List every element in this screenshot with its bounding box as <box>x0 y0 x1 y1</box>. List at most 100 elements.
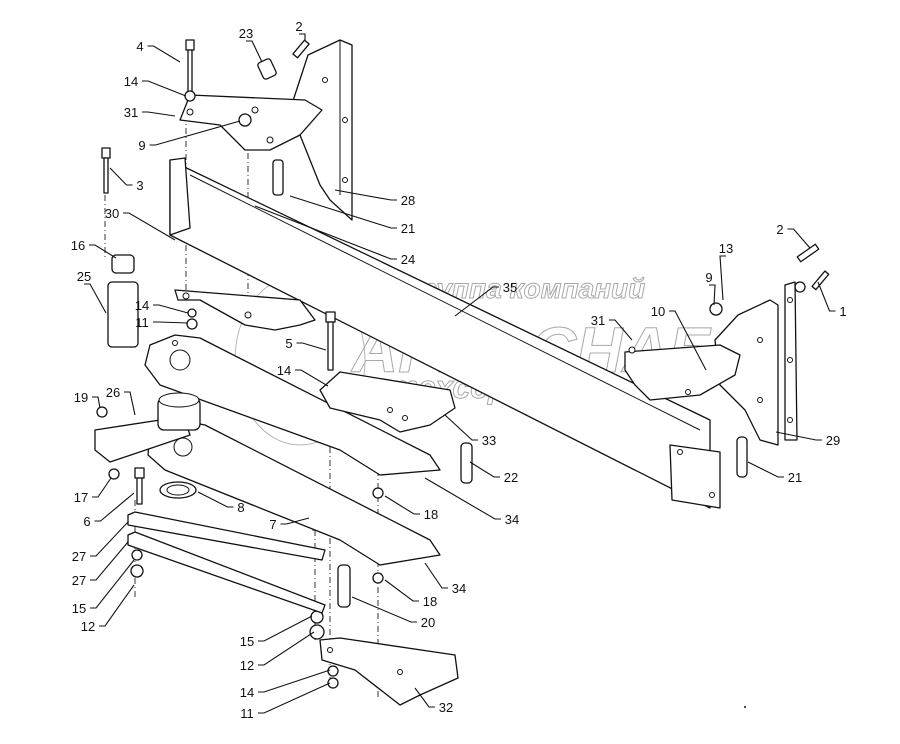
callout-label-14: 14 <box>240 685 254 700</box>
leader-line-31 <box>142 111 176 117</box>
leader-line-34 <box>424 562 448 589</box>
callout-label-27: 27 <box>72 549 86 564</box>
callout-label-17: 17 <box>74 490 88 505</box>
callout-label-1: 1 <box>839 304 846 319</box>
leader-line-8 <box>197 491 234 508</box>
spacers <box>337 436 748 608</box>
stray-dot <box>744 706 746 708</box>
callout-label-2: 2 <box>295 19 302 34</box>
callout-label-9: 9 <box>705 270 712 285</box>
right-bracket <box>624 281 798 446</box>
callout-label-6: 6 <box>83 514 90 529</box>
callout-label-35: 35 <box>503 280 517 295</box>
leader-line-15 <box>90 559 135 609</box>
leader-line-23 <box>246 40 263 63</box>
leader-line-14 <box>142 80 187 97</box>
callout-label-14: 14 <box>135 298 149 313</box>
leader-line-3 <box>109 167 133 186</box>
leader-line-9 <box>709 284 716 306</box>
callout-label-31: 31 <box>124 105 138 120</box>
callout-label-12: 12 <box>240 658 254 673</box>
leader-line-19 <box>92 396 101 409</box>
callout-label-30: 30 <box>105 206 119 221</box>
leader-line-13 <box>719 255 726 301</box>
leader-line-11 <box>258 682 331 714</box>
callout-label-32: 32 <box>439 700 453 715</box>
callout-label-18: 18 <box>424 507 438 522</box>
callout-label-4: 4 <box>136 39 143 54</box>
callout-label-16: 16 <box>71 238 85 253</box>
bracket-30 <box>174 289 316 331</box>
leader-line-14 <box>258 669 331 693</box>
leader-line-31 <box>609 319 633 341</box>
callout-label-25: 25 <box>77 269 91 284</box>
leader-line-26 <box>124 391 136 416</box>
leader-line-21 <box>747 461 784 478</box>
leader-line-33 <box>444 414 478 441</box>
leader-line-29 <box>775 431 822 441</box>
leader-line-32 <box>414 687 435 708</box>
leader-line-14 <box>153 304 189 314</box>
bracket-32 <box>319 637 459 706</box>
arm-plate <box>144 334 441 476</box>
callout-label-12: 12 <box>81 619 95 634</box>
callout-label-7: 7 <box>269 517 276 532</box>
leader-line-14 <box>295 369 329 387</box>
leader-line-1 <box>817 281 836 312</box>
leader-line-34 <box>424 477 501 520</box>
main-beam <box>169 157 721 509</box>
leader-line-27 <box>90 541 129 581</box>
callout-label-15: 15 <box>72 601 86 616</box>
callout-label-34: 34 <box>452 581 466 596</box>
leader-line-18 <box>384 579 419 602</box>
callout-label-31: 31 <box>591 313 605 328</box>
leader-line-9 <box>149 120 241 146</box>
leader-line-15 <box>258 615 313 642</box>
callout-label-3: 3 <box>136 178 143 193</box>
callout-label-13: 13 <box>719 241 733 256</box>
lever-and-cylinder <box>94 254 201 463</box>
callout-label-2: 2 <box>776 222 783 237</box>
leader-line-6 <box>94 492 135 522</box>
leader-lines <box>84 33 836 714</box>
leader-line-10 <box>669 310 707 371</box>
callout-label-21: 21 <box>401 221 415 236</box>
callout-label-10: 10 <box>651 304 665 319</box>
leader-line-16 <box>89 244 117 259</box>
callout-label-22: 22 <box>504 470 518 485</box>
leader-line-20 <box>351 596 417 623</box>
bracket-33 <box>319 371 456 433</box>
leader-line-27 <box>90 521 129 557</box>
leader-line-30 <box>123 212 176 241</box>
callout-label-15: 15 <box>240 634 254 649</box>
leader-line-17 <box>92 477 112 498</box>
callout-label-8: 8 <box>237 500 244 515</box>
leader-line-4 <box>147 45 181 63</box>
callout-label-24: 24 <box>401 252 415 267</box>
leader-line-18 <box>384 495 420 515</box>
leader-line-25 <box>84 283 107 314</box>
callout-label-29: 29 <box>826 433 840 448</box>
callout-label-18: 18 <box>423 594 437 609</box>
leader-line-21 <box>289 195 397 229</box>
callout-label-14: 14 <box>277 363 291 378</box>
leader-line-35 <box>454 286 499 317</box>
leader-line-22 <box>469 461 500 478</box>
link-bars <box>127 511 326 614</box>
callout-label-33: 33 <box>482 433 496 448</box>
callout-label-21: 21 <box>788 470 802 485</box>
callout-label-11: 11 <box>240 706 254 721</box>
leader-line-28 <box>334 189 397 201</box>
leader-line-2 <box>787 228 811 249</box>
callout-label-28: 28 <box>401 193 415 208</box>
callout-label-20: 20 <box>421 615 435 630</box>
callout-label-5: 5 <box>285 336 292 351</box>
callout-label-23: 23 <box>239 26 253 41</box>
callout-label-34: 34 <box>505 512 519 527</box>
leader-line-11 <box>153 321 189 324</box>
leader-line-2 <box>299 33 306 40</box>
callout-label-9: 9 <box>138 138 145 153</box>
